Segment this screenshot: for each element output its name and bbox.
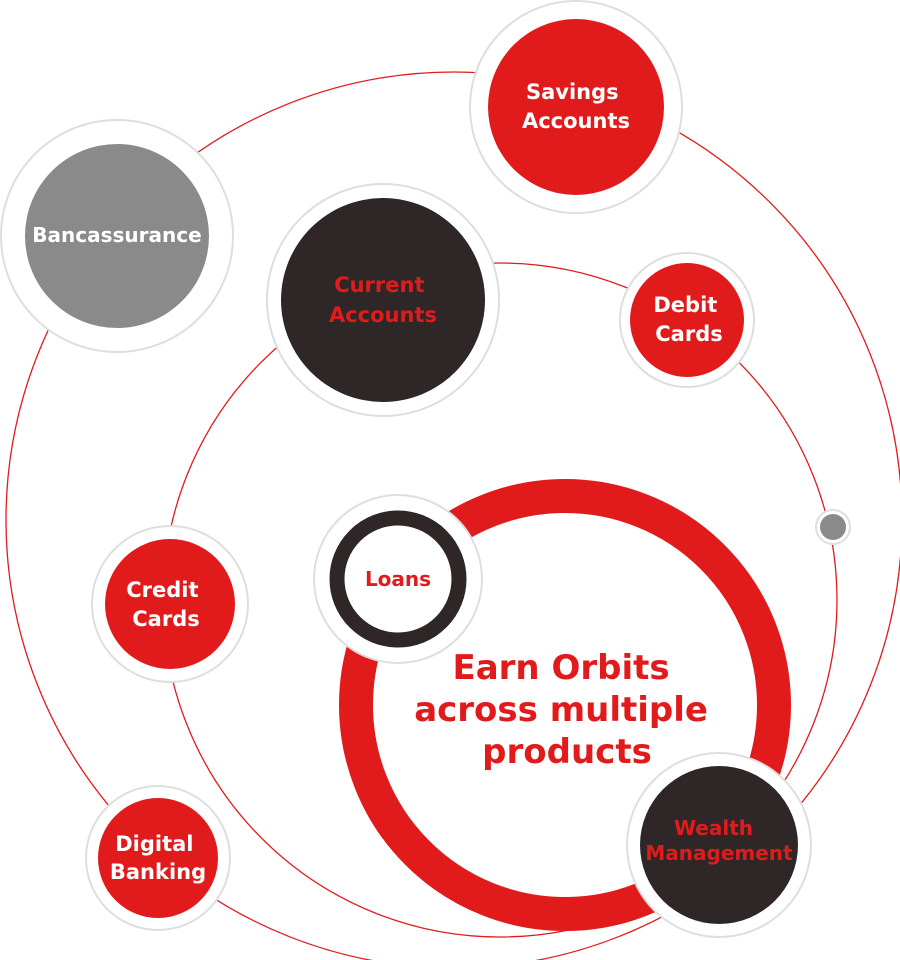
node-bancassurance-line-1: Bancassurance (32, 223, 201, 247)
node-loans: Loans (313, 494, 483, 664)
node-wealth-line-2: Management (645, 841, 793, 865)
node-debit-cards: Debit Cards (619, 252, 755, 388)
node-digital-line-1: Digital (115, 832, 193, 856)
center-title-line-3: products (482, 732, 652, 772)
orbit-marker-dot (815, 509, 851, 545)
svg-text:Current Accounts: Current Accounts (329, 273, 437, 327)
node-savings-line-1: Savings (526, 80, 619, 104)
node-debit-line-2: Cards (655, 322, 722, 346)
svg-text:Wealth Management: Wealth Management (645, 816, 793, 865)
svg-text:Digital Banking: Digital Banking (110, 832, 206, 884)
node-wealth-line-1: Wealth (674, 816, 753, 840)
center-title: Earn Orbits across multiple products (414, 648, 720, 772)
svg-text:Credit Cards: Credit Cards (126, 578, 206, 631)
svg-text:Savings Accounts: Savings Accounts (522, 80, 630, 133)
outer-orbit (5, 71, 900, 960)
node-credit-cards: Credit Cards (91, 525, 249, 683)
node-current-accounts: Current Accounts (266, 183, 500, 417)
node-wealth-management: Wealth Management (626, 752, 812, 938)
node-credit-line-1: Credit (126, 578, 198, 602)
svg-text:Bancassurance: Bancassurance (32, 223, 201, 247)
central-ring (339, 479, 791, 931)
node-debit-line-1: Debit (653, 293, 717, 317)
svg-text:Debit Cards: Debit Cards (653, 293, 724, 346)
center-title-line-1: Earn Orbits (453, 648, 670, 688)
node-loans-line-1: Loans (365, 567, 431, 591)
node-credit-line-2: Cards (132, 607, 199, 631)
node-savings-accounts: Savings Accounts (469, 0, 683, 214)
node-digital-line-2: Banking (110, 860, 206, 884)
svg-text:Loans: Loans (365, 567, 431, 591)
node-bancassurance: Bancassurance (0, 119, 234, 353)
center-title-line-2: across multiple (414, 690, 708, 730)
node-savings-line-2: Accounts (522, 109, 630, 133)
node-digital-banking: Digital Banking (85, 785, 231, 931)
node-current-line-1: Current (334, 273, 424, 297)
node-current-line-2: Accounts (329, 303, 437, 327)
